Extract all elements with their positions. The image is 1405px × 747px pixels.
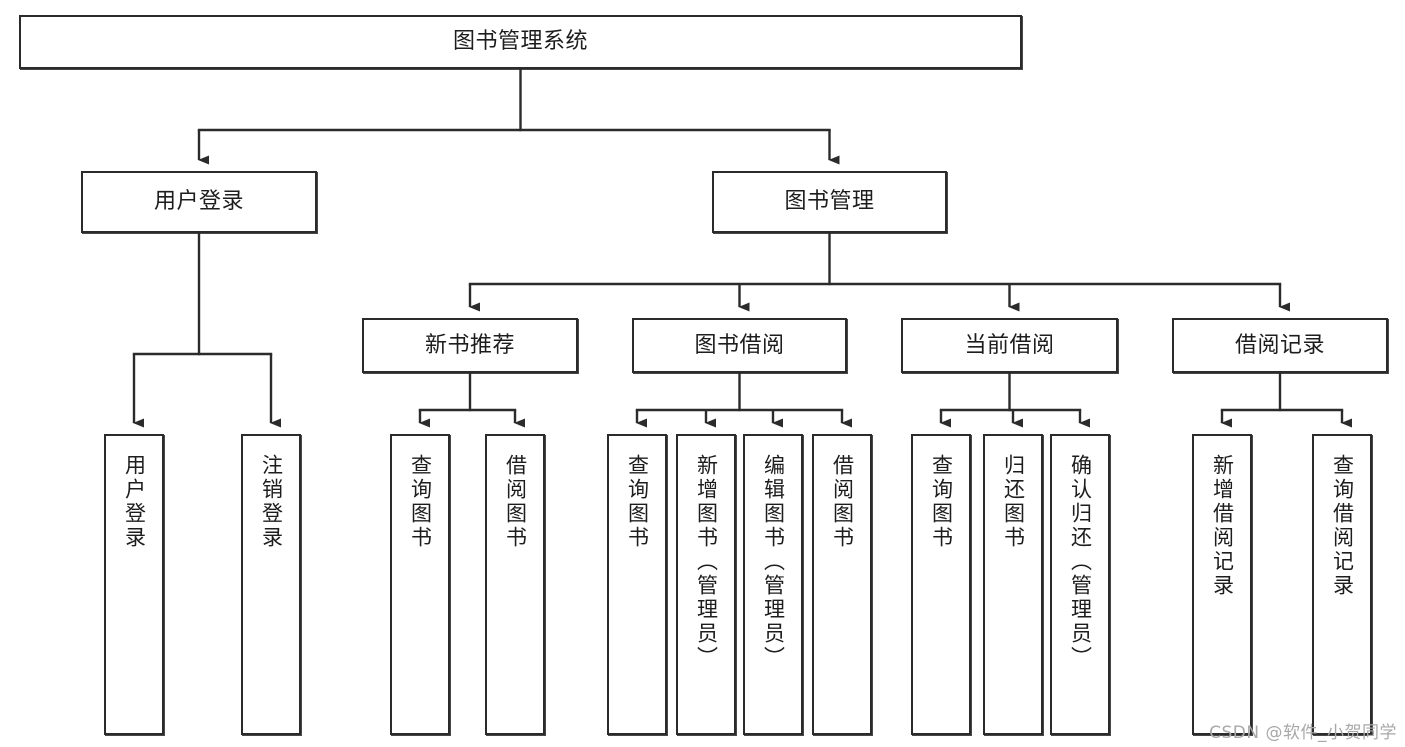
node-borrow-record[interactable]: 借阅记录: [1172, 318, 1388, 373]
node-leaf-logout-login-label: 注销登录: [259, 454, 284, 550]
node-leaf-borrow-book-label: 借阅图书: [830, 454, 855, 550]
node-leaf-query-book-borrow-label: 查询图书: [625, 454, 650, 550]
node-leaf-edit-book-admin[interactable]: 编辑图书（管理员）: [743, 434, 803, 735]
node-leaf-confirm-return-admin[interactable]: 确认归还（管理员）: [1050, 434, 1110, 735]
node-leaf-add-borrow-record[interactable]: 新增借阅记录: [1192, 434, 1252, 735]
node-leaf-borrow-book-rec-label: 借阅图书: [503, 454, 528, 550]
node-leaf-return-book[interactable]: 归还图书: [983, 434, 1043, 735]
node-leaf-confirm-return-admin-label: 确认归还（管理员）: [1068, 454, 1093, 670]
node-root-label: 图书管理系统: [452, 29, 588, 55]
node-book-management-label: 图书管理: [784, 189, 875, 215]
node-leaf-query-book-rec-label: 查询图书: [408, 454, 433, 550]
node-leaf-return-book-label: 归还图书: [1001, 454, 1026, 550]
node-leaf-logout-login[interactable]: 注销登录: [241, 434, 301, 735]
node-leaf-borrow-book[interactable]: 借阅图书: [812, 434, 872, 735]
node-leaf-query-book-current[interactable]: 查询图书: [911, 434, 971, 735]
node-book-borrow[interactable]: 图书借阅: [632, 318, 847, 373]
node-user-login-label: 用户登录: [153, 189, 244, 215]
node-new-book-recommend[interactable]: 新书推荐: [362, 318, 578, 373]
node-leaf-query-borrow-record[interactable]: 查询借阅记录: [1312, 434, 1372, 735]
node-new-book-recommend-label: 新书推荐: [424, 332, 515, 358]
csdn-watermark: CSDN @软件_小贺同学: [1209, 723, 1397, 743]
node-borrow-record-label: 借阅记录: [1234, 332, 1325, 358]
node-leaf-query-book-current-label: 查询图书: [929, 454, 954, 550]
node-leaf-add-borrow-record-label: 新增借阅记录: [1210, 454, 1235, 598]
node-leaf-add-book-admin[interactable]: 新增图书（管理员）: [676, 434, 736, 735]
node-leaf-user-login-label: 用户登录: [122, 454, 147, 550]
node-leaf-query-borrow-record-label: 查询借阅记录: [1330, 454, 1355, 598]
node-book-management[interactable]: 图书管理: [712, 171, 947, 233]
node-leaf-user-login[interactable]: 用户登录: [104, 434, 164, 735]
node-current-borrow-label: 当前借阅: [964, 332, 1055, 358]
node-user-login[interactable]: 用户登录: [81, 171, 317, 233]
node-leaf-query-book-borrow[interactable]: 查询图书: [607, 434, 667, 735]
node-leaf-add-book-admin-label: 新增图书（管理员）: [694, 454, 719, 670]
node-leaf-borrow-book-rec[interactable]: 借阅图书: [485, 434, 545, 735]
node-current-borrow[interactable]: 当前借阅: [901, 318, 1118, 373]
node-root[interactable]: 图书管理系统: [19, 15, 1022, 69]
node-leaf-edit-book-admin-label: 编辑图书（管理员）: [761, 454, 786, 670]
node-leaf-query-book-rec[interactable]: 查询图书: [390, 434, 450, 735]
node-book-borrow-label: 图书借阅: [694, 332, 785, 358]
